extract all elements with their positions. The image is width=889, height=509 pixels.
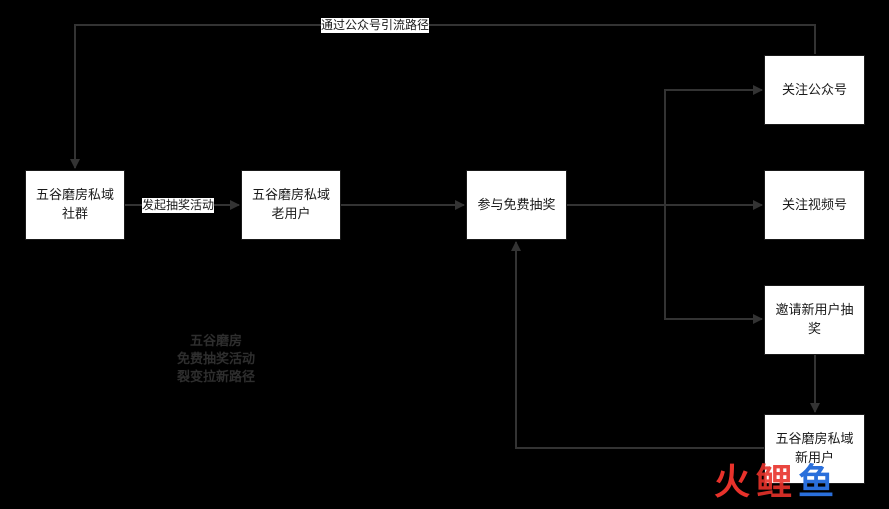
node-free-lottery: 参与免费抽奖 <box>466 170 567 240</box>
edge-branch-to-follow-official <box>664 85 763 205</box>
caption-line-1: 五谷磨房 <box>189 334 242 349</box>
node-old-users: 五谷磨房私域老用户 <box>241 170 341 240</box>
watermark-char-1: 火 <box>714 462 757 503</box>
node-follow-official-account: 关注公众号 <box>764 55 865 125</box>
edge-official-path-loop <box>70 24 816 169</box>
caption-line-3: 裂变拉新路径 <box>176 370 255 385</box>
diagram-caption: 五谷磨房 免费抽奖活动 裂变拉新路径 <box>150 333 282 387</box>
edge-branch-to-invite <box>664 205 763 324</box>
edge-label-official-path: 通过公众号引流路径 <box>321 18 430 33</box>
edge-label-start-lottery: 发起抽奖活动 <box>142 198 215 213</box>
node-private-community: 五谷磨房私域社群 <box>25 170 125 240</box>
node-invite-new-users: 邀请新用户抽奖 <box>764 285 865 355</box>
watermark-logo: 火鲤鱼 <box>714 460 864 505</box>
node-new-users: 五谷磨房私域新用户 <box>764 414 865 484</box>
watermark-char-2: 鲤 <box>756 462 799 503</box>
watermark-char-3: 鱼 <box>798 462 841 503</box>
edge-new-users-to-lottery <box>511 241 765 449</box>
node-follow-video-account: 关注视频号 <box>764 170 865 240</box>
caption-line-2: 免费抽奖活动 <box>176 352 255 367</box>
